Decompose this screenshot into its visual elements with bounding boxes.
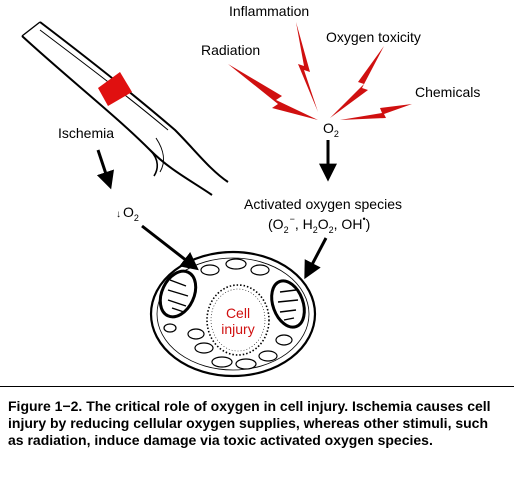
oxygen-cell-injury-diagram: Inflammation Radiation Oxygen toxicity C… bbox=[21, 3, 480, 378]
stimulus-bolts bbox=[228, 22, 412, 120]
nucleus bbox=[206, 284, 270, 356]
label-species-formula: (O2−, H2O2, OH•) bbox=[268, 214, 370, 235]
cell-injury-label-line1: Cell bbox=[226, 305, 250, 321]
figure-caption: Figure 1−2. The critical role of oxygen … bbox=[8, 398, 491, 448]
label-o2: O2 bbox=[323, 120, 339, 139]
organelles bbox=[163, 258, 293, 370]
arrow-ischemia-to-o2 bbox=[96, 149, 114, 190]
label-reduced-o2: ↓O2 bbox=[116, 204, 139, 223]
caption-divider bbox=[0, 386, 514, 387]
bolt-chemicals bbox=[340, 104, 412, 120]
arrow-o2-to-cell bbox=[141, 224, 199, 271]
label-activated-species: Activated oxygen species bbox=[244, 196, 402, 212]
arrow-species-to-cell bbox=[304, 237, 328, 280]
cell: Cell injury bbox=[149, 250, 317, 378]
label-chemicals: Chemicals bbox=[415, 84, 480, 100]
mitochondrion-right bbox=[270, 279, 306, 329]
label-ischemia: Ischemia bbox=[58, 125, 114, 141]
label-radiation: Radiation bbox=[201, 42, 260, 58]
blood-clot bbox=[98, 72, 132, 106]
blood-vessel bbox=[21, 21, 229, 196]
mitochondrion-left bbox=[158, 269, 198, 319]
bolt-oxygen-toxicity bbox=[330, 46, 384, 118]
bolt-radiation bbox=[228, 64, 318, 120]
label-inflammation: Inflammation bbox=[229, 3, 309, 19]
cell-injury-label-line2: injury bbox=[221, 321, 254, 337]
bolt-inflammation bbox=[296, 22, 318, 112]
cell-membrane bbox=[149, 250, 317, 378]
label-oxygen-toxicity: Oxygen toxicity bbox=[326, 29, 421, 45]
